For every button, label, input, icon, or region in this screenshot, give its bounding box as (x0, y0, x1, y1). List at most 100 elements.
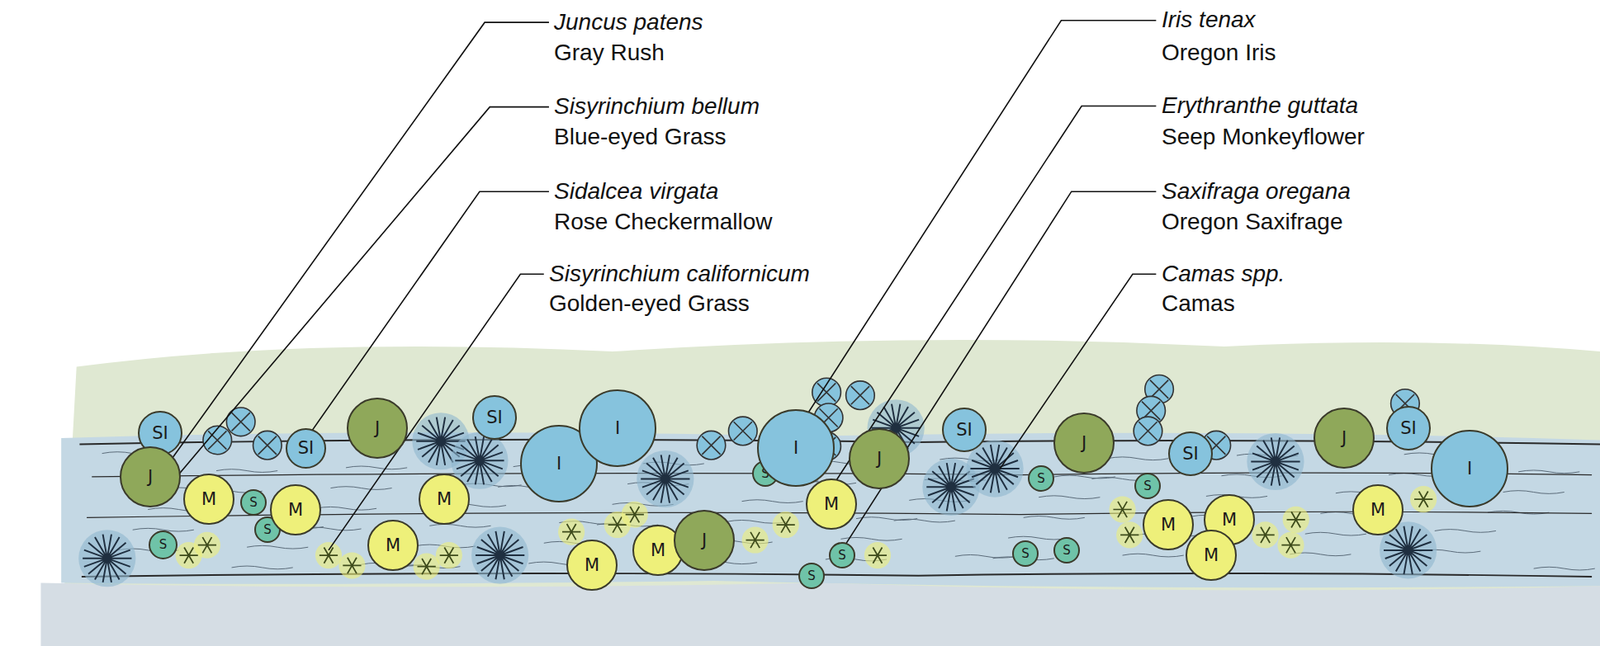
plant-halo (742, 527, 769, 554)
plant-symbol (208, 430, 227, 450)
plant-circle: J (346, 397, 408, 460)
plant-circle: S (1134, 473, 1161, 500)
plant-halo (864, 542, 891, 569)
plant-code: SI (486, 409, 503, 427)
common-name: Seep Monkeyflower (1161, 124, 1365, 151)
common-name: Blue-eyed Grass (553, 124, 727, 151)
plant-circle: J (1053, 412, 1115, 474)
plant-code: SI (298, 440, 315, 458)
plant-symbol (440, 547, 459, 564)
species-name: Sidalcea virgata (553, 179, 719, 205)
plant-code: J (701, 532, 707, 550)
plant-code: S (1062, 544, 1071, 558)
plant-code: S (249, 497, 258, 510)
plant-code: S (159, 539, 168, 552)
plant-symbol (417, 558, 436, 575)
plant-halo (1108, 496, 1136, 523)
common-name: Gray Rush (553, 40, 665, 67)
flow-stroke (1107, 457, 1169, 461)
ground-wash (40, 582, 1600, 646)
plant-symbol (562, 524, 581, 540)
plant-symbol (253, 430, 283, 460)
plant-halo (1116, 521, 1143, 549)
plant-halo (772, 511, 800, 539)
plant-code: I (556, 455, 562, 474)
species-name: Erythranthe guttata (1161, 93, 1359, 119)
plant-symbol (342, 558, 361, 574)
plant-code: S (1143, 480, 1152, 493)
plant-circle: SI (942, 407, 987, 453)
common-name: Oregon Iris (1161, 40, 1277, 67)
plant-symbol (812, 378, 842, 408)
plant-code: S (1021, 548, 1030, 561)
plant-symbol (1250, 437, 1300, 486)
plant-symbol (728, 416, 758, 446)
plant-code: SI (151, 425, 169, 443)
plant-halo (471, 527, 529, 585)
plant-code: J (1081, 435, 1087, 453)
channel-line (91, 473, 1592, 478)
plant-code: S (263, 524, 272, 537)
flow-stroke (742, 500, 804, 504)
species-name: Saxifraga oregana (1161, 179, 1351, 205)
plant-symbol (868, 547, 887, 564)
species-name: Iris tenax (1161, 7, 1256, 34)
plant-symbol (1255, 527, 1274, 544)
plant-circle: S (148, 530, 178, 560)
common-name: Oregon Saxifrage (1161, 209, 1343, 236)
plant-halo (1252, 521, 1279, 549)
plant-symbol (817, 383, 836, 402)
plant-circle: S (798, 563, 825, 590)
plant-symbol (1281, 537, 1300, 554)
plant-circle: I (757, 409, 835, 488)
plant-symbol (1287, 511, 1306, 528)
plant-code: SI (956, 421, 973, 440)
plant-symbol (1133, 416, 1163, 446)
flow-stroke (345, 466, 408, 470)
common-name: Camas (1161, 291, 1236, 318)
plant-code: S (1036, 473, 1046, 486)
plant-symbol (851, 386, 870, 405)
plant-symbol (701, 436, 720, 455)
flow-stroke (330, 487, 392, 491)
camas-symbols (78, 399, 1437, 587)
plant-code: M (650, 542, 666, 560)
species-name: Sisyrinchium bellum (553, 94, 760, 120)
plant-halo (338, 552, 365, 579)
flow-stroke (1122, 553, 1184, 558)
flow-stroke (1518, 470, 1580, 474)
plant-symbol (745, 532, 764, 549)
plant-code: J (147, 468, 153, 487)
plant-code: J (876, 450, 882, 469)
leader-lines (163, 20, 1157, 551)
species-name: Camas spp. (1161, 261, 1285, 288)
flow-stroke (955, 554, 1017, 559)
plant-circle: M (1185, 530, 1237, 582)
flow-stroke (894, 519, 956, 523)
flow-stroke (315, 506, 377, 511)
plant-code: M (385, 537, 401, 555)
plant-circle: J (848, 428, 910, 490)
plant-code: M (436, 491, 452, 509)
plant-code: J (374, 420, 380, 438)
plant-symbol (1120, 527, 1139, 544)
plant-circle: SI (472, 395, 517, 441)
plant-halo (315, 542, 342, 569)
plant-code: M (288, 501, 303, 520)
flow-stroke (1503, 491, 1565, 495)
plant-halo (1277, 532, 1304, 559)
plant-halo (1282, 506, 1310, 534)
plant-symbol (258, 436, 277, 455)
plant-halo (435, 542, 463, 569)
plant-circle: S (1027, 465, 1055, 493)
plant-halo (636, 450, 694, 508)
plant-circle: M (805, 478, 857, 531)
flow-stroke (1023, 516, 1085, 521)
flow-stroke (216, 469, 278, 474)
common-name: Golden-eyed Grass (549, 291, 750, 318)
plant-code: J (1341, 430, 1347, 448)
plant-code: I (1467, 460, 1473, 479)
plant-circle: M (269, 484, 322, 536)
plant-code: M (823, 496, 839, 514)
